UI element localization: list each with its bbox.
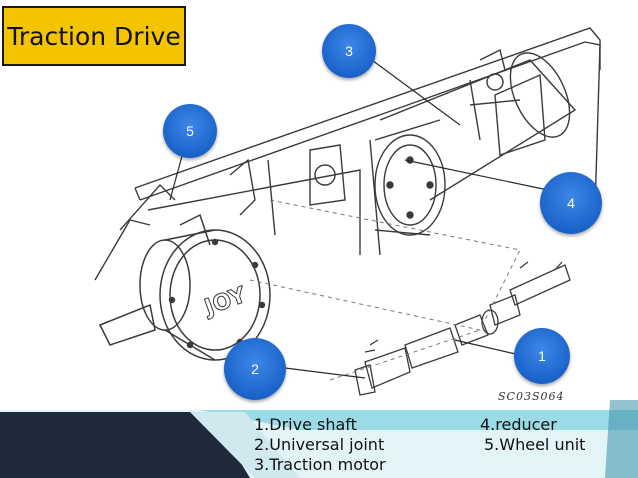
callout-3: 3: [322, 24, 376, 78]
callout-2: 2: [224, 338, 286, 400]
reducer: [309, 119, 446, 236]
callout-2-label: 2: [251, 361, 259, 377]
bottom-band-teal: [200, 410, 638, 430]
wheel-unit: [98, 213, 271, 361]
bottom-band-dark: [0, 412, 250, 478]
legend-item-3: 3.Traction motor: [254, 455, 386, 474]
title-box: Traction Drive: [2, 6, 186, 66]
legend-item-4: 4.reducer: [480, 415, 557, 434]
wheel-logo: JOY: [200, 282, 251, 321]
bottom-band-dark-right: [605, 400, 638, 478]
page-title: Traction Drive: [7, 21, 181, 51]
leader-4: [404, 159, 549, 191]
bottom-band-accent: [190, 412, 300, 478]
callout-1-label: 1: [538, 348, 546, 364]
callout-5-label: 5: [186, 123, 194, 139]
callout-1: 1: [514, 328, 570, 384]
traction-motor: [379, 48, 577, 201]
callout-4-label: 4: [567, 195, 575, 211]
exploded-outline: [249, 199, 521, 381]
callout-4: 4: [540, 172, 602, 234]
legend-item-2: 2.Universal joint: [254, 435, 385, 454]
legend-item-5: 5.Wheel unit: [484, 435, 586, 454]
legend-item-1: 1.Drive shaft: [254, 415, 357, 434]
drawing-label: SC03S064: [498, 390, 565, 403]
callout-3-label: 3: [345, 43, 353, 59]
leader-3: [364, 54, 461, 126]
leader-2: [284, 367, 366, 379]
leader-1: [454, 339, 521, 356]
callout-5: 5: [163, 104, 217, 158]
